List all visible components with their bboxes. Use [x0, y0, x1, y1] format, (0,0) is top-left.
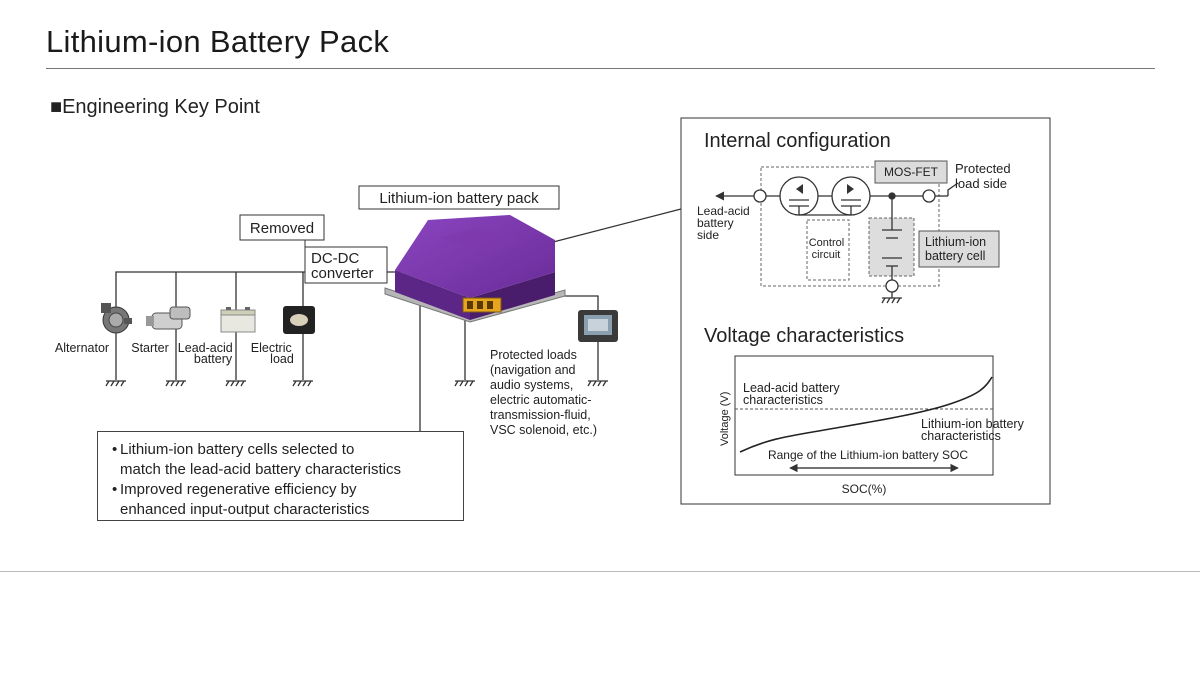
cell-label-box: Lithium-ion battery cell — [918, 230, 1000, 268]
svg-text:Lithium-ion battery cell: Lithium-ion battery cell — [925, 235, 990, 263]
starter-label: Starter — [131, 341, 169, 355]
alternator-icon — [101, 303, 132, 334]
section-heading: ■Engineering Key Point — [50, 96, 260, 118]
battery-pack-icon — [384, 215, 566, 323]
ground-icon-starter — [165, 380, 186, 387]
lead-acid-battery-label: Lead-acid battery — [178, 341, 236, 366]
voltage-ylabel: Voltage (V) — [719, 392, 731, 446]
internal-config-title: Internal configuration — [704, 130, 891, 152]
control-circuit-label: Control circuit — [809, 237, 848, 261]
detail-panel — [680, 117, 1051, 505]
ground-icon-battery — [225, 380, 246, 387]
dcdc-label-line1: DC-DC — [311, 250, 359, 267]
svg-text:MOS-FET: MOS-FET — [884, 165, 939, 179]
ground-icon-alternator — [105, 380, 126, 387]
removed-callout: Removed — [239, 214, 325, 248]
voltage-chart — [734, 355, 994, 476]
alternator-label: Alternator — [55, 341, 109, 355]
removed-label: Removed — [250, 220, 314, 237]
protected-side-label: Protected load side — [955, 161, 1014, 191]
ground-icon-pack — [454, 380, 475, 387]
dcdc-converter: DC-DC converter — [304, 246, 388, 284]
svg-text:Lithium-ion battery pack: Lithium-ion battery pack — [379, 190, 539, 207]
lead-acid-battery-icon — [220, 307, 256, 333]
key-points-box: • Lithium-ion battery cells selected to … — [97, 431, 464, 521]
footer-divider — [0, 571, 1200, 572]
lead-acid-side-label: Lead-acid battery side — [697, 204, 753, 242]
ground-icon-load — [292, 380, 313, 387]
mosfet-label-box: MOS-FET — [874, 160, 948, 184]
voltage-title: Voltage characteristics — [704, 325, 904, 347]
starter-icon — [146, 306, 191, 330]
page-title: Lithium-ion Battery Pack — [46, 24, 390, 59]
navigation-unit-icon — [578, 310, 618, 342]
key-point-2: • Improved regenerative efficiency by en… — [112, 481, 370, 518]
dcdc-label-line2: converter — [311, 265, 374, 282]
li-ion-curve-label: Lithium-ion battery characteristics — [921, 417, 1027, 443]
protected-loads-label: Protected loads (navigation and audio sy… — [490, 348, 597, 437]
ground-symbols — [105, 380, 608, 387]
electric-load-label: Electric load — [251, 341, 295, 366]
title-divider — [46, 68, 1155, 69]
internal-circuit — [715, 166, 959, 304]
component-labels: Alternator Starter Lead-acid battery Ele… — [55, 341, 295, 366]
voltage-xlabel: SOC(%) — [842, 482, 887, 496]
svg-text:DC-DC converter: DC-DC converter — [311, 250, 374, 282]
lead-acid-curve-label: Lead-acid battery characteristics — [743, 381, 843, 407]
soc-range-label: Range of the Lithium-ion battery SOC — [768, 448, 968, 462]
key-point-1: • Lithium-ion battery cells selected to … — [112, 441, 401, 478]
ground-icon-protected — [587, 380, 608, 387]
pack-label-box: Lithium-ion battery pack — [358, 185, 560, 210]
electric-load-icon — [283, 306, 315, 334]
